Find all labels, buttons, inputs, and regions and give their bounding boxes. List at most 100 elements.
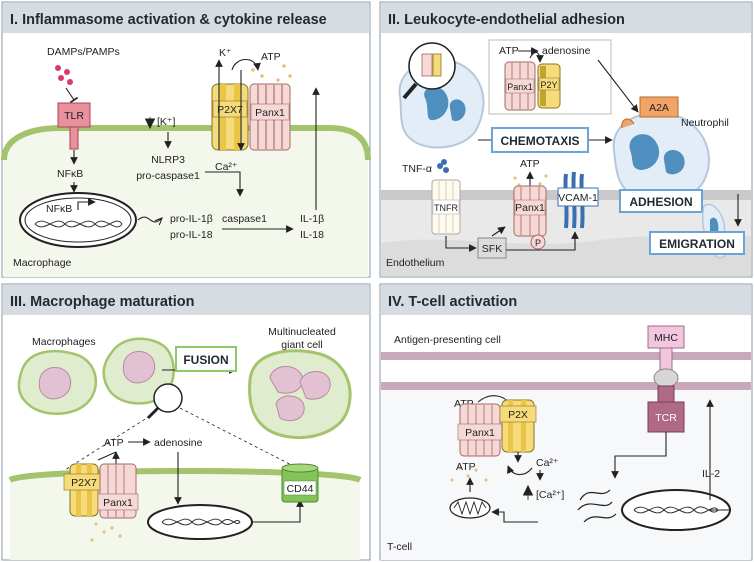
damp-molecules <box>55 65 73 85</box>
tnfr-label: TNFR <box>434 203 458 213</box>
p2x7-channel: P2X7 <box>211 83 249 151</box>
chemotaxis-box <box>491 127 589 153</box>
nucleus-to-pro-arrow <box>137 216 162 222</box>
adhesion-label: ADHESION <box>629 195 692 209</box>
vcam1-label: VCAM-1 <box>558 192 598 204</box>
macrophages-label: Macrophages <box>32 336 96 348</box>
atp-label: ATP <box>261 51 281 63</box>
p2y-receptor: P2Y <box>537 63 561 109</box>
mitochondrion <box>449 497 491 519</box>
tcell-label: T-cell <box>387 541 412 553</box>
panel-maturation: III. Macrophage maturation Macrophages F… <box>1 283 371 561</box>
tnfa-molecules <box>437 159 449 173</box>
title-band <box>3 3 369 33</box>
phospho-label: P <box>535 238 541 248</box>
sfk-box <box>477 237 507 259</box>
nucleus-to-cd44-arrow <box>252 499 304 523</box>
transcription-arrow <box>77 198 96 210</box>
title-band <box>3 285 369 315</box>
panx1-endo-label: Panx1 <box>515 202 545 214</box>
tcell-interior <box>381 390 751 560</box>
tcell-dna-helix <box>633 506 719 514</box>
panx1-inset-label: Panx1 <box>507 82 533 92</box>
p2x7-label: P2X7 <box>71 477 97 489</box>
mhc-complex: MHC <box>647 325 685 371</box>
atp-top-label: ATP <box>499 45 519 57</box>
magnified-channels <box>421 53 442 77</box>
tnfr-to-sfk-arrow <box>445 236 477 252</box>
nfkb-cytoplasm: NFκB <box>57 168 83 180</box>
zoom-cell-membrane <box>8 468 362 483</box>
phospho-circle <box>530 234 546 250</box>
damps-label: DAMPs/PAMPs <box>47 46 120 58</box>
a2a-ligand-site <box>621 118 635 129</box>
adhesion-box <box>619 189 703 213</box>
tnfa-label: TNF-α <box>402 163 432 175</box>
emigration-label: EMIGRATION <box>659 237 735 251</box>
ca-int-label: [Ca²⁺] <box>536 489 564 501</box>
nfkb-nucleus: NFκB <box>46 203 72 215</box>
panel-title: IV. T-cell activation <box>388 294 517 310</box>
p2x7-label: P2X7 <box>217 104 243 116</box>
panx1-inset-channel: Panx1 <box>504 61 536 111</box>
sfk-to-panx1-arrow <box>491 226 506 237</box>
tcr-label: TCR <box>655 412 677 424</box>
panel-title: II. Leukocyte-endothelial adhesion <box>388 12 625 28</box>
cell-membrane <box>1 125 371 161</box>
vcam1-box <box>557 187 599 207</box>
atp-to-p2x7-line <box>97 451 117 461</box>
damps-to-tlr-arrow <box>65 87 79 104</box>
panx1-channel: Panx1 <box>249 83 291 151</box>
magnifier-handle <box>402 82 418 100</box>
dna-helix <box>34 220 123 228</box>
ca-label: Ca²⁺ <box>536 457 559 469</box>
tnfr-receptor: TNFR <box>431 179 461 235</box>
nlrp3-label: NLRP3 <box>151 154 185 166</box>
atp-mid-label: ATP <box>520 158 540 170</box>
title-band <box>381 285 751 315</box>
magnifier-lens <box>153 383 183 413</box>
ca-label: Ca²⁺ <box>215 161 238 173</box>
panx1-zoom-channel: Panx1 <box>97 463 139 519</box>
endothelium-label: Endothelium <box>386 257 445 269</box>
cd44-label: CD44 <box>287 483 314 495</box>
nucleus <box>19 192 137 248</box>
giant-cell-label-2: giant cell <box>281 339 322 351</box>
ca-to-mito-arrow <box>491 508 538 523</box>
tlr-label: TLR <box>64 110 84 122</box>
panel-title: I. Inflammasome activation & cytokine re… <box>10 12 327 28</box>
pro-il18-label: pro-IL-18 <box>170 229 213 241</box>
a2a-receptor <box>639 96 679 118</box>
atp-particles <box>90 522 122 542</box>
adenosine-label: adenosine <box>542 45 591 57</box>
sfk-to-vcam-arrow <box>506 231 579 251</box>
neutrophil-right <box>612 111 710 204</box>
giant-cell <box>248 349 352 440</box>
il2-label: IL-2 <box>702 468 720 480</box>
neutrophil-label: Neutrophil <box>681 117 729 129</box>
cd44-receptor: CD44 <box>281 463 319 503</box>
macrophage-1 <box>17 349 98 415</box>
tcell-membrane <box>381 382 751 390</box>
atp-to-p2y-arrow <box>529 51 544 63</box>
pro-il1b-label: pro-IL-1β <box>170 213 213 225</box>
il1b-label: IL-1β <box>300 213 324 225</box>
chemotaxis-label: CHEMOTAXIS <box>500 134 579 148</box>
a2a-label: A2A <box>649 102 669 114</box>
atp-particles <box>450 466 488 482</box>
pro-caspase-label: pro-caspase1 <box>136 170 200 182</box>
emigration-box <box>649 231 745 255</box>
panx1-label: Panx1 <box>465 427 495 439</box>
sfk-label: SFK <box>482 243 502 255</box>
k-concentration: [K⁺] <box>157 116 175 128</box>
tlr-stem <box>69 126 79 150</box>
panel-inflammasome: I. Inflammasome activation & cytokine re… <box>1 1 371 278</box>
p2x-channel: P2X <box>499 399 537 453</box>
apc-membrane <box>381 352 751 360</box>
giant-cell-label-1: Multinucleated <box>268 326 336 338</box>
panx1-label: Panx1 <box>103 497 133 509</box>
panel-adhesion: II. Leukocyte-endothelial adhesion Endot… <box>379 1 753 278</box>
atp-left-label: ATP <box>456 461 476 473</box>
p2y-label: P2Y <box>540 80 557 90</box>
